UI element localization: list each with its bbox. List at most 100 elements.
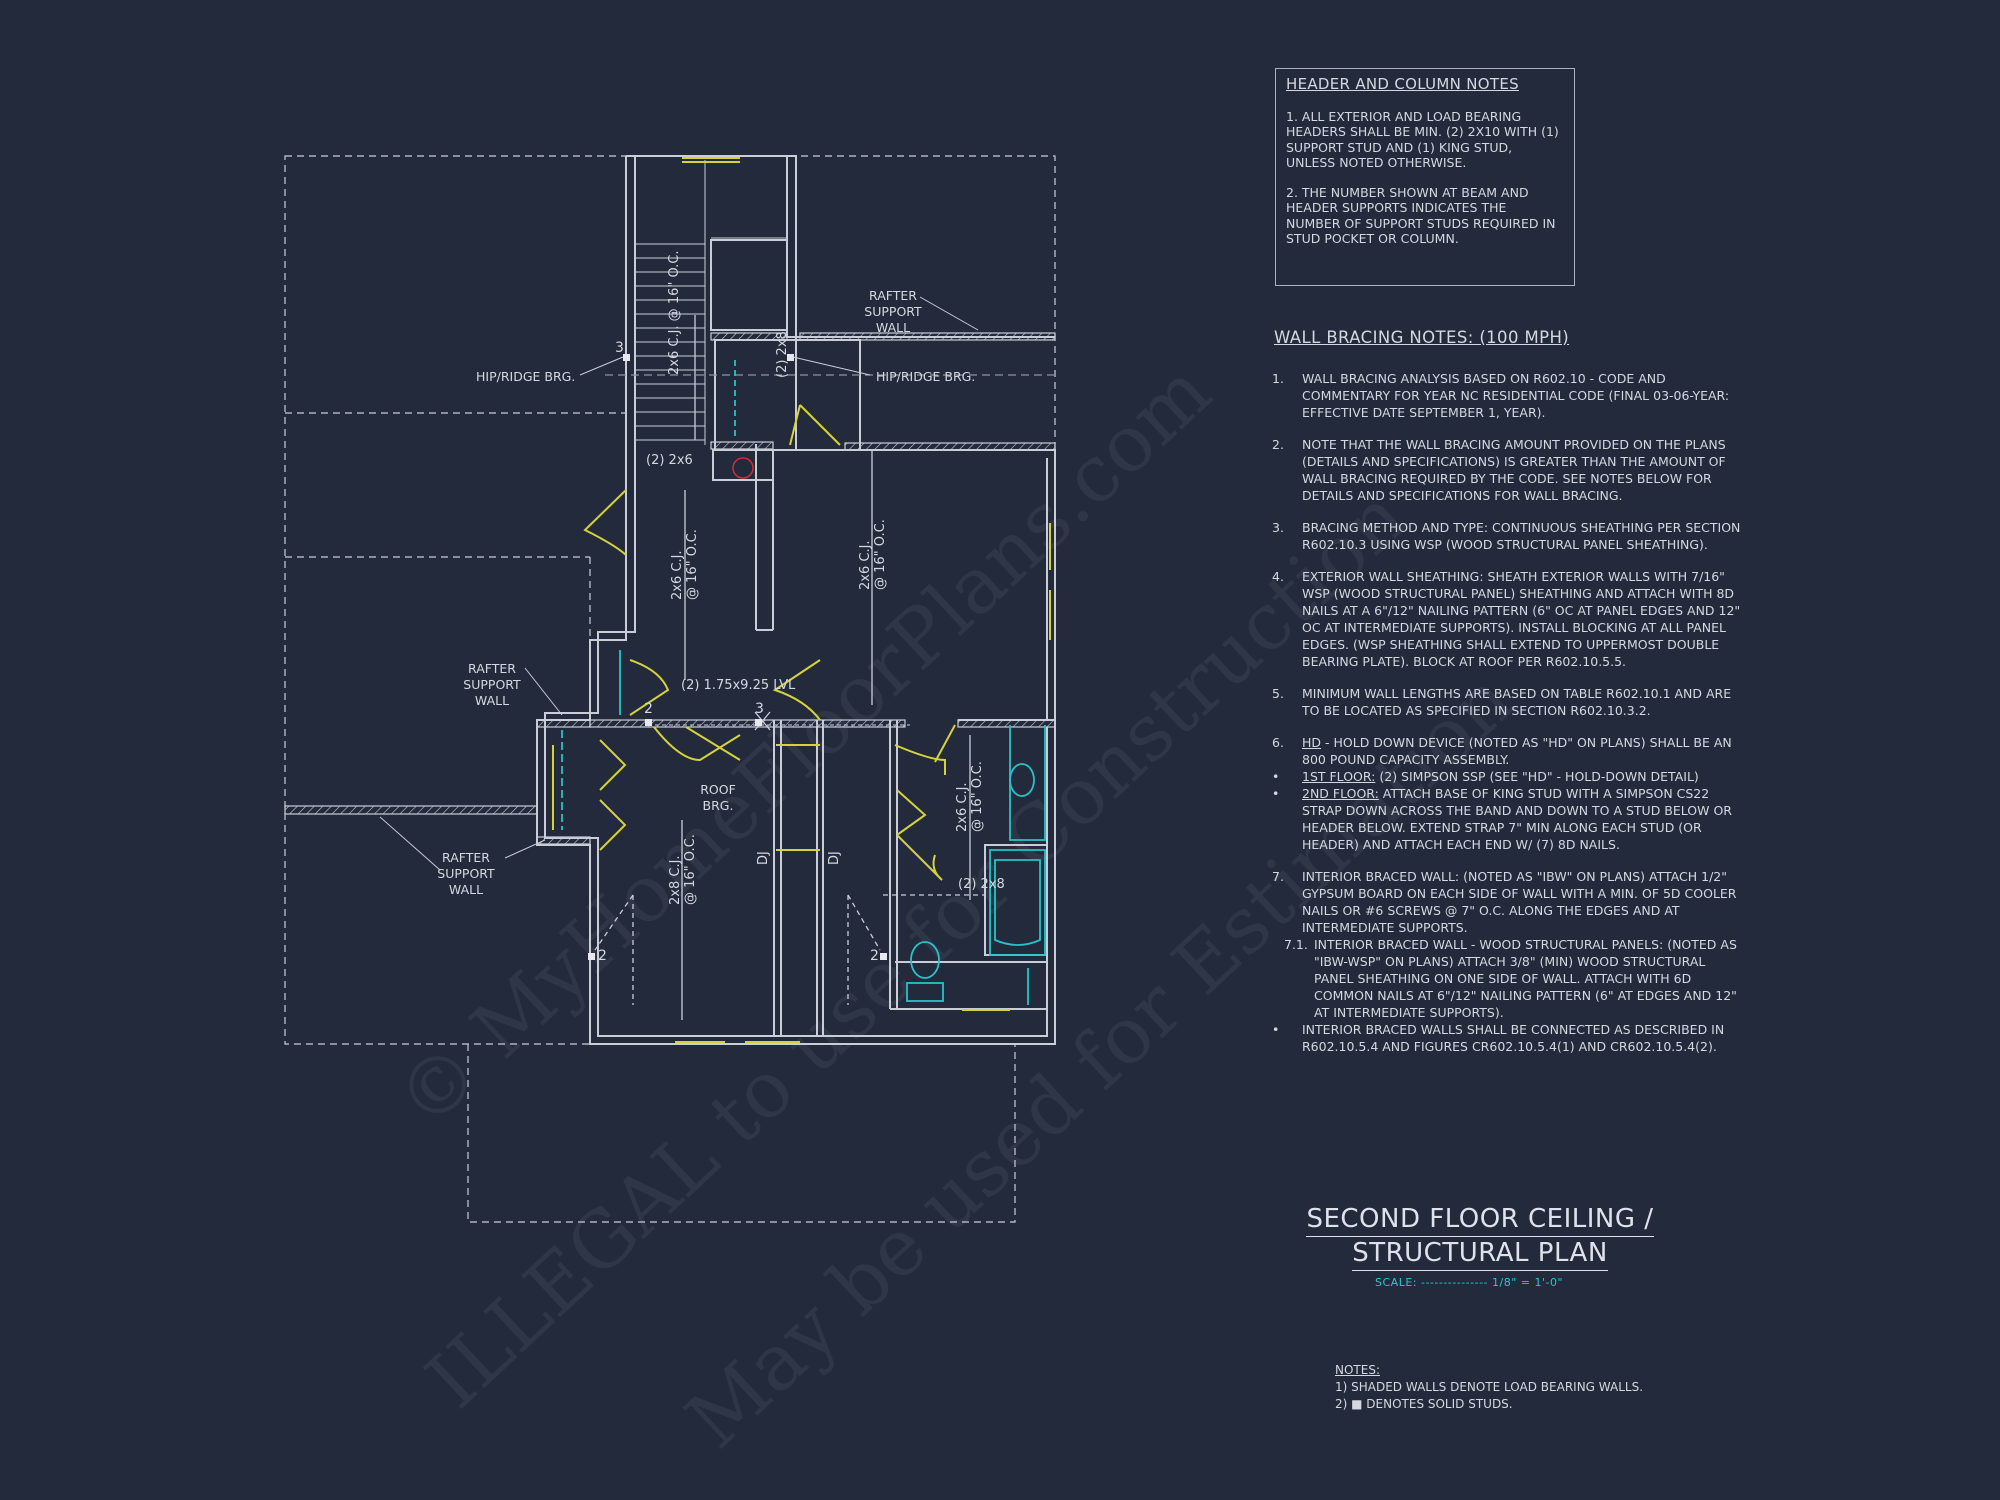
- stud-count-2c: 2: [870, 948, 879, 964]
- item-number: 3.: [1272, 520, 1284, 535]
- rafter-word: RAFTER: [468, 661, 516, 676]
- hd-term: HD: [1302, 735, 1322, 750]
- cj-label-center: 2x6 C.J.@ 16" O.C.: [670, 529, 700, 600]
- item-text: INTERIOR BRACED WALL: (NOTED AS "IBW" ON…: [1302, 869, 1737, 935]
- support-word: SUPPORT: [864, 304, 922, 319]
- plan-title-line-2: STRUCTURAL PLAN: [1352, 1237, 1608, 1271]
- rafter-support-wall-top: RAFTER SUPPORT WALL: [862, 288, 924, 336]
- lvl-beam-label: (2) 1.75x9.25 LVL: [681, 678, 796, 693]
- brg-word: BRG.: [702, 798, 734, 813]
- wall-bracing-item: 1. WALL BRACING ANALYSIS BASED ON R602.1…: [1272, 370, 1742, 421]
- item-number: 7.: [1272, 869, 1284, 884]
- stairs: [635, 160, 787, 445]
- cj-size: 2x6 C.J.: [670, 550, 685, 600]
- cj-label-bath: 2x6 C.J.@ 16" O.C.: [955, 761, 985, 832]
- item-number: 2.: [1272, 437, 1284, 452]
- item-text: INTERIOR BRACED WALLS SHALL BE CONNECTED…: [1302, 1022, 1725, 1054]
- item-text: INTERIOR BRACED WALL - WOOD STRUCTURAL P…: [1314, 937, 1737, 1020]
- cj-label-right: 2x6 C.J.@ 16" O.C.: [858, 519, 888, 590]
- header-note-2: 2. THE NUMBER SHOWN AT BEAM AND HEADER S…: [1286, 184, 1556, 247]
- cj-size: 2x6 C.J.: [955, 782, 970, 832]
- support-word: SUPPORT: [463, 677, 521, 692]
- item-text: - HOLD DOWN DEVICE (NOTED AS "HD" ON PLA…: [1302, 735, 1732, 767]
- sheet-note-1: 1) SHADED WALLS DENOTE LOAD BEARING WALL…: [1335, 1380, 1644, 1394]
- dj-label-right: DJ: [827, 851, 842, 865]
- cj-spacing: @ 16" O.C.: [970, 761, 985, 832]
- plan-title-line-1: SECOND FLOOR CEILING /: [1306, 1203, 1654, 1237]
- fan-icon: [732, 457, 754, 479]
- dimension-lines: [594, 315, 1055, 1020]
- stud-count-3b: 3: [755, 701, 764, 717]
- roof-brg-label: ROOF BRG.: [697, 782, 739, 814]
- rafter-support-wall-low: RAFTER SUPPORT WALL: [435, 850, 497, 898]
- walls: [536, 155, 1056, 1045]
- leaders: [379, 296, 979, 871]
- item-number: 7.1.: [1284, 937, 1308, 952]
- sheet-notes-title: NOTES:: [1335, 1363, 1380, 1377]
- cj-size: 2x6 C.J.: [667, 325, 682, 375]
- item-text: MINIMUM WALL LENGTHS ARE BASED ON TABLE …: [1302, 686, 1732, 718]
- solid-studs: [588, 354, 887, 960]
- hip-ridge-label-left: HIP/RIDGE BRG.: [476, 369, 576, 384]
- rafter-word: RAFTER: [442, 850, 490, 865]
- floor-2-text: ATTACH BASE OF KING STUD WITH A SIMPSON …: [1302, 786, 1732, 852]
- floor-2-label: 2ND FLOOR:: [1302, 786, 1379, 801]
- double-2x8-vertical-label: (2) 2x8: [775, 331, 790, 378]
- cj-label-bedroom: 2x8 C.J.@ 16" O.C.: [668, 834, 698, 905]
- wall-word: WALL: [474, 693, 510, 708]
- item-number: 6.: [1272, 735, 1284, 750]
- header-notes-title: HEADER AND COLUMN NOTES: [1286, 75, 1519, 93]
- double-2x6-label: (2) 2x6: [646, 453, 693, 468]
- wall-bracing-list: 1. WALL BRACING ANALYSIS BASED ON R602.1…: [1272, 370, 1742, 1070]
- bullet: •: [1272, 769, 1280, 784]
- item-number: 4.: [1272, 569, 1284, 584]
- cj-label-stairs: 2x6 C.J. @ 16" O.C.: [667, 250, 682, 375]
- wall-word: WALL: [448, 882, 484, 897]
- cj-spacing: @ 16" O.C.: [683, 834, 698, 905]
- wall-bracing-item: 3. BRACING METHOD AND TYPE: CONTINUOUS S…: [1272, 519, 1742, 553]
- wall-bracing-item-6: 6. HD - HOLD DOWN DEVICE (NOTED AS "HD" …: [1272, 734, 1742, 853]
- plan-title: SECOND FLOOR CEILING / STRUCTURAL PLAN: [1295, 1203, 1665, 1271]
- bullet: •: [1272, 1022, 1280, 1037]
- floor-1-text: (2) SIMPSON SSP (SEE "HD" - HOLD-DOWN DE…: [1375, 769, 1699, 784]
- hip-ridge-label-right: HIP/RIDGE BRG.: [876, 369, 976, 384]
- cj-spacing: @ 16" O.C.: [667, 250, 682, 322]
- roof-word: ROOF: [700, 782, 736, 797]
- cj-size: 2x6 C.J.: [858, 540, 873, 590]
- double-2x8-label: (2) 2x8: [958, 877, 1005, 892]
- item-number: 5.: [1272, 686, 1284, 701]
- header-note-1: 1. ALL EXTERIOR AND LOAD BEARING HEADERS…: [1286, 108, 1559, 171]
- dj-label-left: DJ: [756, 851, 771, 865]
- cj-spacing: @ 16" O.C.: [873, 519, 888, 590]
- rafter-support-wall-mid: RAFTER SUPPORT WALL: [461, 661, 523, 709]
- wall-bracing-item: 4. EXTERIOR WALL SHEATHING: SHEATH EXTER…: [1272, 568, 1742, 670]
- item-text: EXTERIOR WALL SHEATHING: SHEATH EXTERIOR…: [1302, 569, 1741, 669]
- support-word: SUPPORT: [437, 866, 495, 881]
- sheet-note-2: 2) ■ DENOTES SOLID STUDS.: [1335, 1397, 1513, 1411]
- floor-1-label: 1ST FLOOR:: [1302, 769, 1376, 784]
- wall-word: WALL: [875, 320, 911, 335]
- rafter-word: RAFTER: [869, 288, 917, 303]
- stud-count-3a: 3: [615, 340, 624, 356]
- doors: [552, 157, 1051, 1043]
- load-bearing-walls: [284, 332, 1056, 845]
- wall-bracing-title: WALL BRACING NOTES: (100 MPH): [1274, 328, 1570, 347]
- cj-size: 2x8 C.J.: [668, 855, 683, 905]
- wall-bracing-item: 2. NOTE THAT THE WALL BRACING AMOUNT PRO…: [1272, 436, 1742, 504]
- stud-count-2a: 2: [644, 701, 653, 717]
- wall-bracing-item: 5. MINIMUM WALL LENGTHS ARE BASED ON TAB…: [1272, 685, 1742, 719]
- fixtures: [561, 360, 1046, 1005]
- item-text: NOTE THAT THE WALL BRACING AMOUNT PROVID…: [1302, 437, 1726, 503]
- header-column-notes: HEADER AND COLUMN NOTES 1. ALL EXTERIOR …: [1275, 68, 1575, 286]
- sheet-notes: NOTES: 1) SHADED WALLS DENOTE LOAD BEARI…: [1335, 1362, 1643, 1413]
- scale-label: SCALE: --------------- 1/8" = 1'-0": [1375, 1276, 1564, 1289]
- item-number: 1.: [1272, 371, 1284, 386]
- item-text: BRACING METHOD AND TYPE: CONTINUOUS SHEA…: [1302, 520, 1741, 552]
- item-text: WALL BRACING ANALYSIS BASED ON R602.10 -…: [1302, 371, 1730, 420]
- bullet: •: [1272, 786, 1280, 801]
- stud-count-2b: 2: [598, 948, 607, 964]
- wall-bracing-item-7: 7. INTERIOR BRACED WALL: (NOTED AS "IBW"…: [1272, 868, 1742, 1055]
- cj-spacing: @ 16" O.C.: [685, 529, 700, 600]
